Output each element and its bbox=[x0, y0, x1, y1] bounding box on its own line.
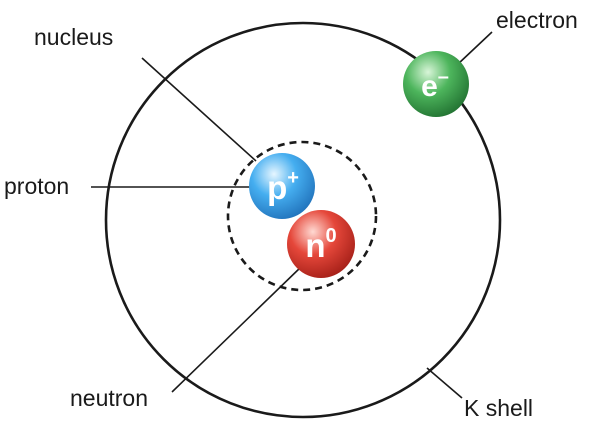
proton-charge: + bbox=[287, 167, 299, 189]
svg-text:e–: e– bbox=[421, 66, 449, 103]
neutron-leader-line bbox=[171, 265, 303, 393]
neutron-symbol: n bbox=[305, 227, 325, 264]
neutron-charge: 0 bbox=[326, 225, 337, 247]
proton-symbol: p bbox=[267, 169, 287, 206]
svg-text:p+: p+ bbox=[267, 167, 299, 206]
electron-symbol: e bbox=[421, 70, 438, 103]
electron-leader-line bbox=[457, 31, 493, 65]
neutron-label: neutron bbox=[70, 385, 148, 411]
svg-text:n0: n0 bbox=[305, 225, 336, 264]
nucleus-boundary bbox=[226, 140, 378, 292]
nucleus-label: nucleus bbox=[34, 24, 113, 50]
neutron-particle: n0 bbox=[287, 210, 355, 278]
proton-particle: p+ bbox=[249, 153, 315, 219]
k-shell-label: K shell bbox=[464, 395, 533, 421]
k-shell-orbit bbox=[104, 21, 502, 419]
nucleus-leader-line bbox=[141, 57, 257, 162]
proton-label: proton bbox=[4, 173, 69, 199]
k-shell-leader-line bbox=[426, 367, 463, 399]
electron-charge: – bbox=[438, 66, 449, 88]
electron-particle: e– bbox=[403, 51, 469, 117]
electron-label: electron bbox=[496, 7, 578, 33]
